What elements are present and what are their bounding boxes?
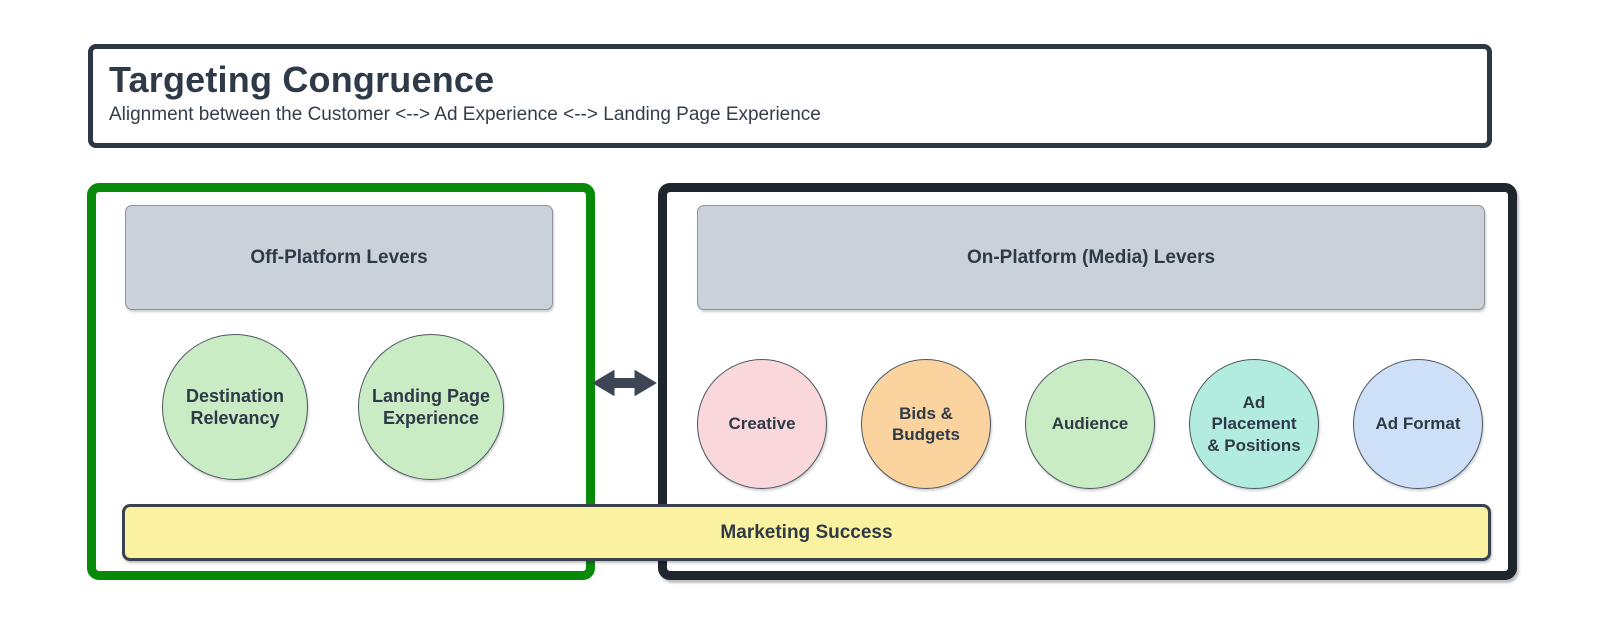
circle-audience: Audience bbox=[1025, 359, 1155, 489]
circle-destination-relevancy: Destination Relevancy bbox=[162, 334, 308, 480]
off-platform-header: Off-Platform Levers bbox=[125, 205, 553, 310]
diagram-subtitle: Alignment between the Customer <--> Ad E… bbox=[109, 104, 821, 126]
circle-creative: Creative bbox=[697, 359, 827, 489]
circle-ad-format: Ad Format bbox=[1353, 359, 1483, 489]
circle-landing-page-experience: Landing Page Experience bbox=[358, 334, 504, 480]
circle-ad-placement-positions: Ad Placement & Positions bbox=[1189, 359, 1319, 489]
diagram-title: Targeting Congruence bbox=[109, 59, 495, 100]
title-panel: Targeting Congruence Alignment between t… bbox=[88, 44, 1492, 148]
marketing-success-bar: Marketing Success bbox=[122, 504, 1491, 561]
on-platform-header: On-Platform (Media) Levers bbox=[697, 205, 1485, 310]
circle-bids-budgets: Bids & Budgets bbox=[861, 359, 991, 489]
double-arrow-icon bbox=[592, 370, 657, 396]
